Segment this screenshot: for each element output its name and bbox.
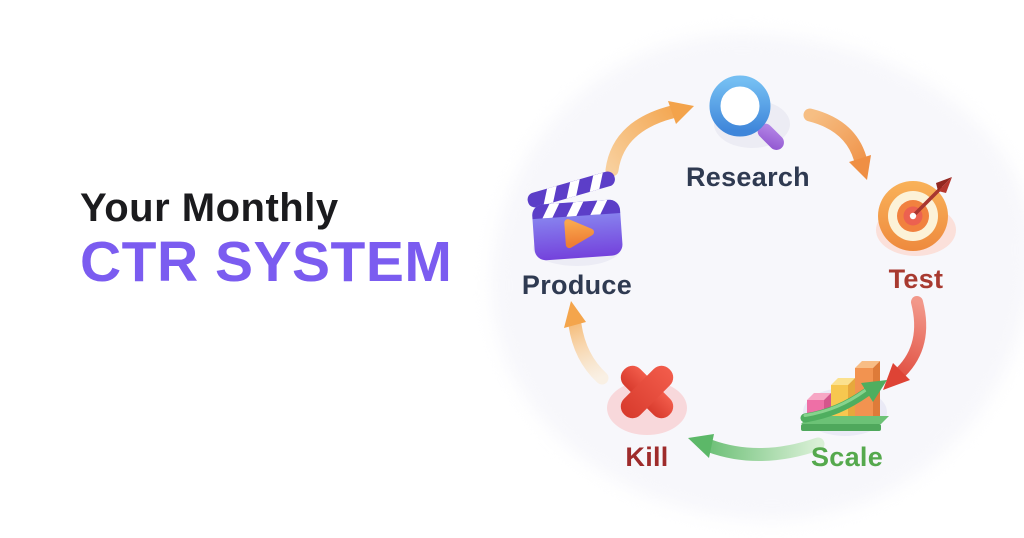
bar-chart-growth-icon <box>800 361 889 436</box>
step-label-produce: Produce <box>521 270 633 300</box>
cycle-step-research: Research <box>682 68 814 193</box>
step-label-kill: Kill <box>625 442 669 472</box>
step-label-test: Test <box>888 264 944 294</box>
page-title-line1: Your Monthly <box>80 186 339 230</box>
cycle-step-scale: Scale <box>788 350 906 473</box>
cycle-step-kill: Kill <box>594 352 700 473</box>
cross-icon <box>607 365 687 435</box>
magnifier-icon <box>709 75 790 150</box>
cycle-step-test: Test <box>864 170 968 295</box>
cycle-step-produce: Produce <box>514 170 640 301</box>
step-label-scale: Scale <box>810 442 884 472</box>
page-title-line2: CTR SYSTEM <box>80 230 453 294</box>
page-title: Your Monthly CTR SYSTEM <box>80 186 452 293</box>
clapperboard-icon <box>527 171 623 266</box>
target-dart-icon <box>876 177 956 256</box>
step-label-research: Research <box>686 162 810 192</box>
